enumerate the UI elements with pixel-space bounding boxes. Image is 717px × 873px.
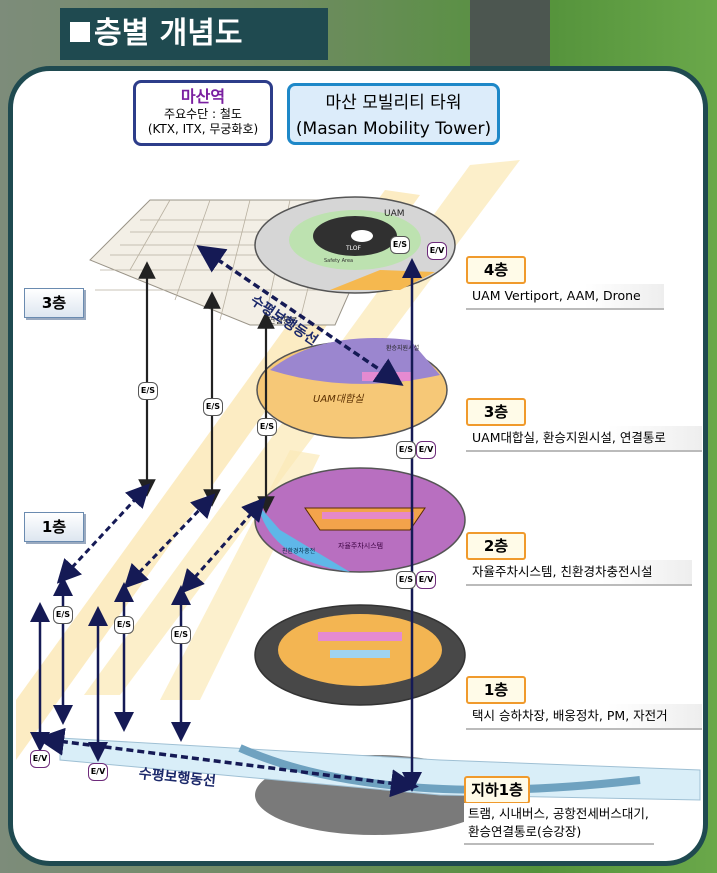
upper-walk-path	[196, 245, 404, 386]
lounge-label: UAM대합실	[313, 393, 364, 405]
station-lines: (KTX, ITX, 무궁화호)	[147, 122, 259, 136]
page-title-bar: 층별 개념도	[60, 8, 328, 60]
walk-path-dashed	[180, 497, 266, 594]
tower-name-ko: 마산 모빌리티 타워	[325, 93, 462, 113]
station-floor-3f: 3층	[24, 288, 84, 318]
tlof-label: TLOF	[345, 245, 362, 252]
floor-label-1f: 1층	[466, 676, 526, 704]
uam-disc-label: UAM	[384, 209, 405, 219]
station-title: 마산역	[180, 87, 226, 106]
es-badge: E/S	[396, 441, 416, 459]
charging-label: 친환경차충전	[282, 547, 315, 555]
floor-label-2f: 2층	[466, 532, 526, 560]
floor-label-3f: 3층	[466, 398, 526, 426]
station-floor-1f: 1층	[24, 512, 84, 542]
square-bullet-icon	[70, 22, 90, 42]
es-badge: E/S	[53, 606, 73, 624]
ev-badge: E/V	[416, 571, 436, 589]
es-badge: E/S	[114, 616, 134, 634]
tower-name-en: (Masan Mobility Tower)	[295, 119, 492, 139]
page-title: 층별 개념도	[94, 16, 243, 51]
floor-label-b1: 지하1층	[464, 776, 530, 804]
floor-desc-1f: 택시 승하차장, 배웅정차, PM, 자전거	[466, 704, 702, 730]
charging-zone	[258, 505, 350, 572]
parking-label: 자율주차시스템	[338, 541, 383, 550]
floor-desc-3f: UAM대합실, 환승지원시설, 연결통로	[466, 426, 702, 452]
es-badge: E/S	[171, 626, 191, 644]
ev-badge: E/V	[416, 441, 436, 459]
bike-lane	[330, 650, 390, 658]
es-badge: E/S	[203, 398, 223, 416]
floor-desc-b1: 트램, 시내버스, 공항전세버스대기, 환승연결통로(승강장)	[464, 803, 654, 845]
ev-badge: E/V	[88, 763, 108, 781]
floor-desc-2f: 자율주차시스템, 친환경차충전시설	[466, 560, 692, 586]
lower-walk-path	[36, 727, 419, 798]
es-badge: E/S	[396, 571, 416, 589]
station-info-box: 마산역 주요수단 : 철도 (KTX, ITX, 무궁화호)	[133, 80, 273, 146]
es-badge: E/S	[138, 382, 158, 400]
tower-title-box: 마산 모빌리티 타워 (Masan Mobility Tower)	[287, 83, 500, 145]
parking-lane	[322, 512, 414, 519]
taxi-lane	[318, 632, 402, 641]
ev-badge: E/V	[427, 242, 447, 260]
floor-desc-4f: UAM Vertiport, AAM, Drone	[466, 284, 664, 310]
helipad-mark	[351, 230, 373, 242]
ev-badge: E/V	[30, 750, 50, 768]
transfer-label: 환승지원시설	[386, 344, 419, 352]
road-strip	[470, 0, 550, 75]
es-badge: E/S	[257, 418, 277, 436]
es-badge: E/S	[390, 236, 410, 254]
safety-area-label: Safety Area	[324, 258, 353, 264]
floor-label-4f: 4층	[466, 256, 526, 284]
station-mode: 주요수단 : 철도	[164, 107, 242, 121]
